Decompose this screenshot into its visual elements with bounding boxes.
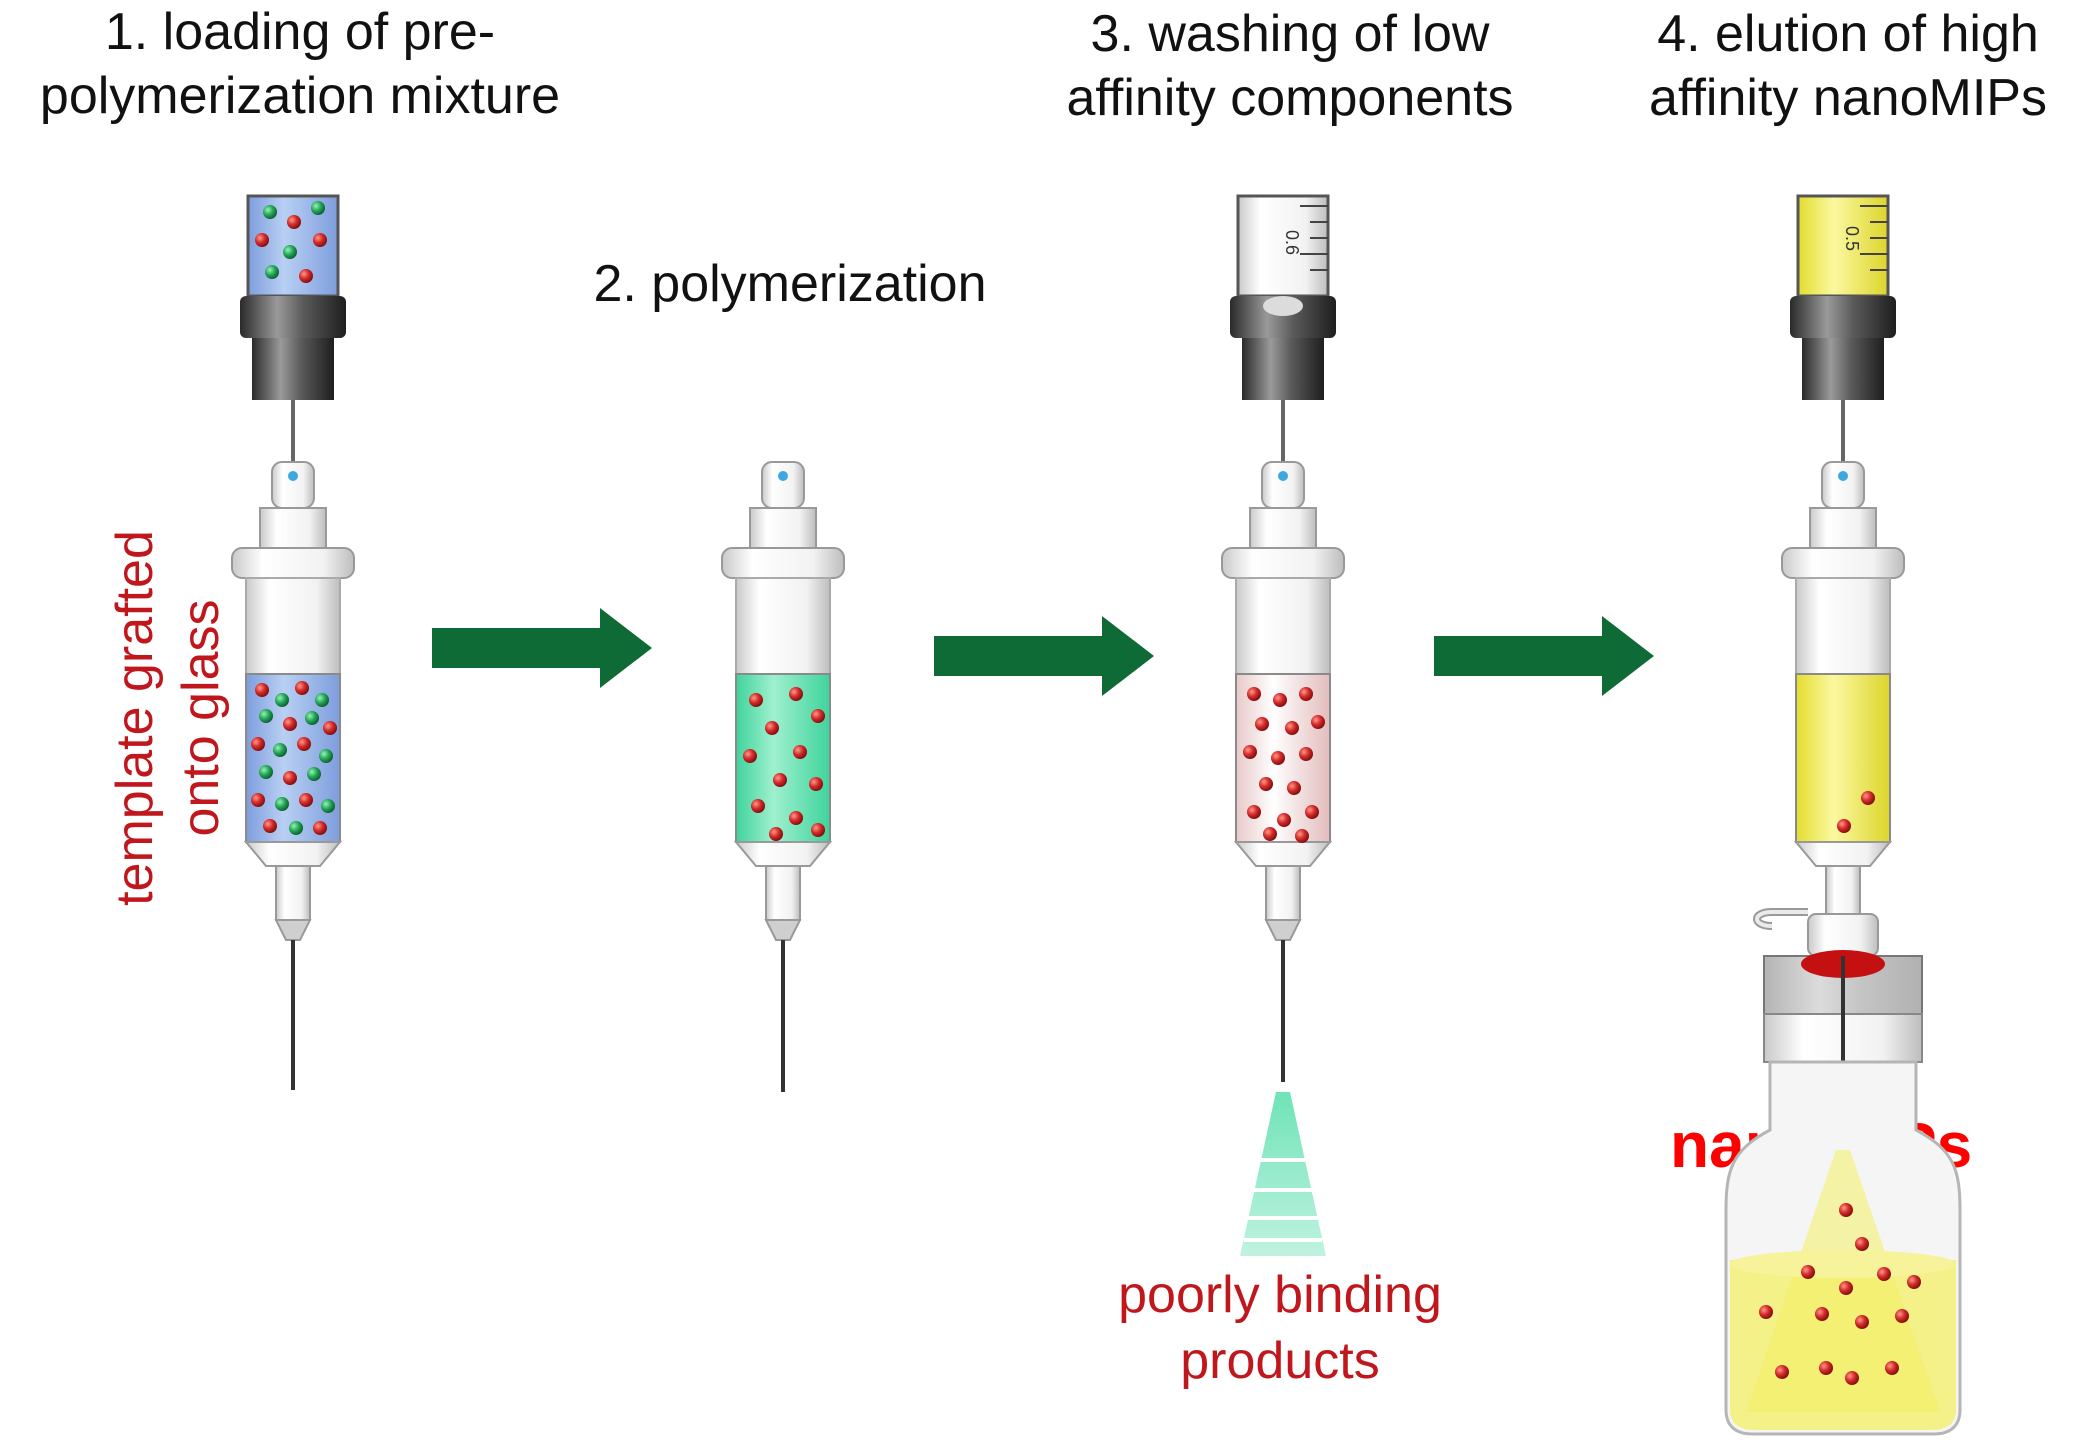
cartridge-icon — [1221, 461, 1345, 1082]
bead-group — [1243, 687, 1325, 843]
syringe-1 — [231, 194, 355, 1090]
bead-group — [251, 681, 337, 835]
step-1-title: 1. loading of pre- polymerization mixtur… — [39, 3, 561, 125]
cartridge-icon — [1781, 461, 1905, 915]
arrow-right-icon — [1434, 616, 1654, 696]
step-2-title: 2. polymerization — [593, 255, 987, 313]
step-4-title: 4. elution of high affinity nanoMIPs — [1649, 5, 2047, 127]
bead-group — [1759, 1203, 1921, 1385]
arrow-right-icon — [934, 616, 1154, 696]
spray-icon — [1240, 1092, 1326, 1256]
scale-reading-4: 0.5 — [1842, 226, 1862, 251]
top-syringe-icon — [240, 194, 346, 462]
vial-icon — [1724, 908, 1962, 1436]
syringe-2 — [721, 461, 845, 1092]
syringe-3: 0.6 — [1221, 194, 1345, 1256]
step-3-title: 3. washing of low affinity components — [1066, 5, 1514, 127]
bead-group — [743, 687, 825, 841]
scale-reading-3: 0.6 — [1282, 230, 1302, 255]
poorly-binding-label: poorly binding products — [1118, 1266, 1442, 1390]
syringe-4: 0.5 — [1724, 194, 1962, 1436]
arrow-right-icon — [432, 608, 652, 688]
top-syringe-icon: 0.6 — [1230, 194, 1336, 462]
top-syringe-icon: 0.5 — [1790, 194, 1896, 462]
